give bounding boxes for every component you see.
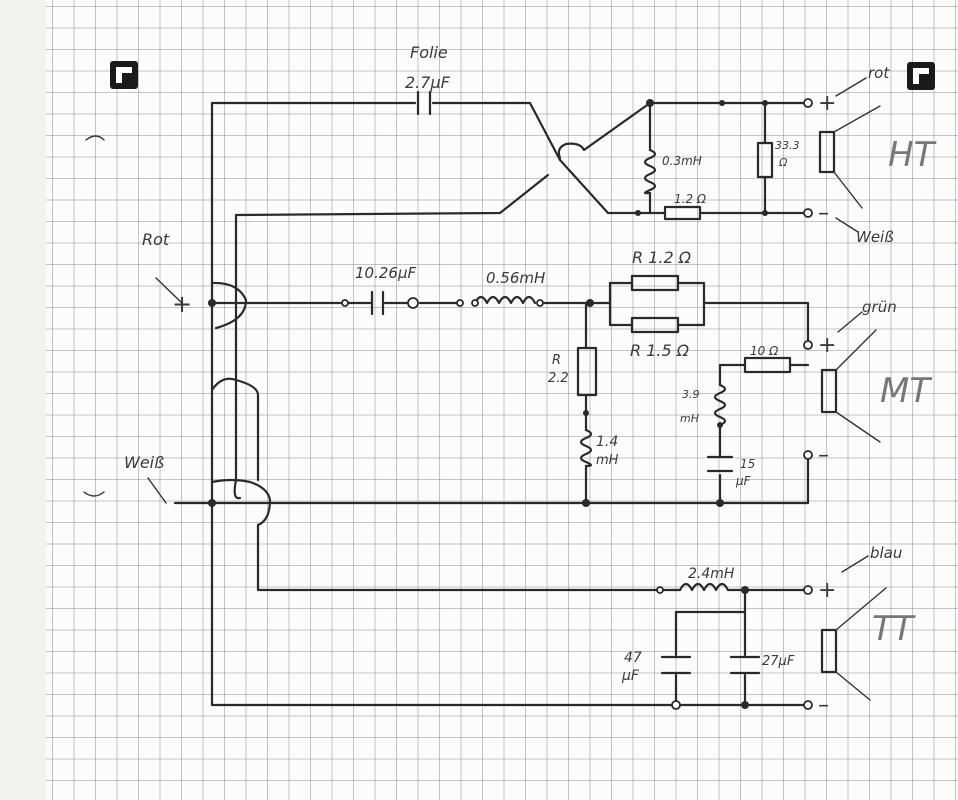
leader-rot-input bbox=[155, 277, 183, 304]
label-input-plus: Rot bbox=[142, 230, 170, 249]
label-res-ht: 1.2 Ω bbox=[674, 192, 707, 206]
resistor-ht bbox=[663, 205, 702, 221]
label-cap-tt-a-unit: µF bbox=[621, 668, 640, 684]
speaker-tt bbox=[820, 587, 887, 701]
label-res-zobel-value: 2.2 bbox=[548, 371, 569, 386]
sign-mt-plus: + bbox=[818, 333, 836, 358]
speaker-ht bbox=[818, 105, 881, 209]
registration-mark-right bbox=[907, 62, 935, 90]
leader-blau bbox=[841, 555, 869, 573]
label-ind-mt-shunt-value: 3.9 bbox=[682, 388, 700, 401]
leader-rot bbox=[835, 77, 867, 97]
resistor-mt-b bbox=[630, 316, 680, 334]
label-speaker-ht: HT bbox=[888, 135, 937, 175]
wiring bbox=[173, 101, 810, 707]
punch-hole-bottom bbox=[83, 491, 105, 497]
label-speaker-tt: TT bbox=[872, 609, 916, 649]
label-mt-plus-wire: grün bbox=[862, 298, 897, 316]
label-res-ht-shunt-unit: Ω bbox=[778, 156, 788, 169]
label-ind-zobel-unit: mH bbox=[596, 453, 619, 468]
page-margin bbox=[0, 0, 46, 800]
label-cap-folie-value: 2.7µF bbox=[405, 73, 451, 92]
sign-tt-plus: + bbox=[818, 578, 836, 603]
label-res-zobel-prefix: R bbox=[552, 353, 561, 368]
sign-mt-minus: – bbox=[818, 443, 829, 468]
speaker-mt bbox=[820, 329, 881, 443]
sign-ht-plus: + bbox=[818, 91, 836, 116]
label-cap-mt-shunt-value: 15 bbox=[740, 457, 755, 471]
resistor-zobel bbox=[576, 346, 598, 397]
inductor-mt bbox=[473, 295, 537, 305]
label-ind-zobel-value: 1.4 bbox=[596, 434, 618, 450]
capacitor-mt bbox=[343, 290, 385, 316]
resistor-ht-shunt bbox=[756, 141, 774, 179]
leader-weiss-input bbox=[147, 477, 167, 504]
label-res-ht-shunt-value: 33.3 bbox=[775, 139, 800, 152]
label-cap-tt-a-value: 47 bbox=[624, 650, 642, 666]
label-ind-tt: 2.4mH bbox=[688, 566, 735, 582]
leader-weiss-ht bbox=[835, 217, 859, 233]
terminal-rings bbox=[341, 98, 813, 710]
inductor-zobel bbox=[579, 428, 593, 468]
label-tt-plus-wire: blau bbox=[870, 544, 902, 562]
label-input-minus: Weiß bbox=[124, 453, 164, 472]
registration-mark-left bbox=[110, 61, 138, 89]
label-cap-tt-b: 27µF bbox=[762, 654, 795, 669]
inductor-ht bbox=[643, 148, 657, 195]
resistor-mt-series bbox=[743, 356, 792, 374]
label-res-mt-series: 10 Ω bbox=[750, 344, 779, 358]
label-speaker-mt: MT bbox=[880, 371, 932, 411]
sign-tt-minus: – bbox=[818, 693, 829, 718]
label-ht-plus-wire: rot bbox=[868, 64, 890, 82]
capacitor-tt-b bbox=[729, 655, 761, 675]
capacitor-mt-shunt bbox=[706, 455, 734, 473]
capacitor-folie bbox=[416, 90, 432, 116]
inductor-mt-shunt bbox=[713, 383, 727, 427]
label-cap-mt-shunt-unit: µF bbox=[735, 474, 752, 488]
label-ind-ht: 0.3mH bbox=[662, 154, 702, 168]
label-res-mt-b: R 1.5 Ω bbox=[630, 341, 690, 360]
label-ht-minus-wire: Weiß bbox=[856, 228, 894, 246]
label-res-mt-a: R 1.2 Ω bbox=[632, 248, 692, 267]
label-cap-mt: 10.26µF bbox=[355, 264, 416, 282]
junction-dots bbox=[208, 99, 768, 709]
sign-input-plus: + bbox=[172, 290, 192, 318]
label-ind-mt-shunt-unit: mH bbox=[680, 412, 699, 425]
label-cap-folie-type: Folie bbox=[410, 43, 448, 62]
inductor-tt bbox=[678, 582, 730, 592]
label-ind-mt: 0.56mH bbox=[486, 269, 545, 287]
capacitor-tt-a bbox=[660, 655, 692, 675]
sign-ht-minus: – bbox=[818, 201, 829, 226]
punch-hole-top bbox=[85, 135, 105, 141]
leader-gruen bbox=[837, 311, 863, 333]
resistor-mt-a bbox=[630, 274, 680, 292]
